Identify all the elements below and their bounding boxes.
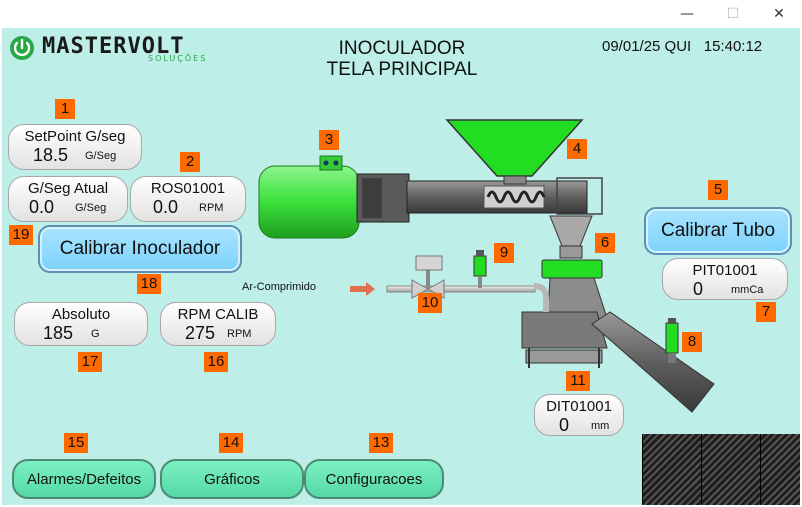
rpm-calib-unit: RPM: [227, 328, 252, 340]
gseg-atual-unit: G/Seg: [75, 202, 107, 214]
marker-18: 18: [137, 274, 161, 294]
datetime: 09/01/25 QUI 15:40:12: [602, 38, 762, 55]
air-label: Ar-Comprimido: [242, 281, 316, 293]
rpm-calib-label: RPM CALIB: [177, 306, 259, 323]
hopper: [445, 119, 584, 177]
logo-text: MASTERVOLT: [42, 34, 185, 59]
maximize-button[interactable]: ☐: [726, 6, 740, 22]
lower-funnel: [549, 215, 593, 247]
absoluto-label: Absoluto: [51, 306, 111, 323]
power-icon: [10, 36, 34, 60]
inclined-tube: [591, 311, 715, 413]
dit01001-value: 0: [559, 415, 570, 435]
pit01001-value: 0: [693, 279, 704, 299]
setpoint-value: 18.5: [33, 145, 69, 165]
gseg-atual-value: 0.0: [29, 197, 55, 217]
configuracoes-button[interactable]: Configuracoes: [304, 459, 444, 499]
pit01001-label: PIT01001: [692, 262, 758, 279]
ros01001-label: ROS01001: [150, 180, 226, 197]
hmi-screen: MASTERVOLT SOLUÇÕES INOCULADOR TELA PRIN…: [2, 28, 800, 505]
hatched-panel-2: [701, 434, 760, 505]
marker-16: 16: [204, 352, 228, 372]
minimize-button[interactable]: —: [680, 6, 694, 22]
marker-7: 7: [756, 302, 776, 322]
absoluto-value: 185: [43, 323, 74, 343]
marker-6: 6: [595, 233, 615, 253]
calibrar-inoculador-button[interactable]: Calibrar Inoculador: [38, 225, 242, 273]
process-diagram: [258, 119, 715, 413]
marker-14: 14: [219, 433, 243, 453]
marker-13: 13: [369, 433, 393, 453]
gseg-atual-display: G/Seg Atual 0.0 G/Seg: [8, 176, 128, 222]
dit01001-label: DIT01001: [546, 398, 612, 415]
ros01001-display: ROS01001 0.0 RPM: [130, 176, 246, 222]
page-title: INOCULADOR TELA PRINCIPAL: [302, 38, 502, 80]
window-titlebar: — ☐ ✕: [0, 0, 802, 28]
dit01001-unit: mm: [591, 420, 610, 432]
sensor-8: [665, 322, 679, 354]
absoluto-display: Absoluto 185 G: [14, 302, 148, 346]
title-line-1: INOCULADOR: [338, 38, 466, 59]
hatched-panel-3: [760, 434, 800, 505]
marker-9: 9: [494, 243, 514, 263]
logo: MASTERVOLT SOLUÇÕES: [8, 34, 238, 64]
pit01001-display: PIT01001 0 mmCa: [662, 258, 788, 300]
marker-19: 19: [9, 225, 33, 245]
marker-10: 10: [418, 293, 442, 313]
ros01001-value: 0.0: [153, 197, 179, 217]
motor: [258, 155, 410, 239]
dit01001-display: DIT01001 0 mm: [534, 394, 624, 436]
marker-11: 11: [566, 371, 590, 391]
setpoint-unit: G/Seg: [85, 150, 117, 162]
absoluto-unit: G: [91, 328, 100, 340]
graficos-button[interactable]: Gráficos: [160, 459, 304, 499]
screw-conveyor: [406, 177, 603, 215]
logo-subtitle: SOLUÇÕES: [148, 54, 208, 63]
title-line-2: TELA PRINCIPAL: [326, 59, 478, 80]
calibrar-tubo-button[interactable]: Calibrar Tubo: [644, 207, 792, 255]
hatched-panel-1: [642, 434, 701, 505]
marker-3: 3: [319, 130, 339, 150]
rpm-calib-value: 275: [185, 323, 216, 343]
ros01001-unit: RPM: [199, 202, 224, 214]
marker-15: 15: [64, 433, 88, 453]
setpoint-label: SetPoint G/seg: [24, 128, 126, 145]
green-ring: [541, 259, 603, 279]
gseg-atual-label: G/Seg Atual: [27, 180, 109, 197]
pit01001-unit: mmCa: [731, 284, 764, 296]
date-text: 09/01/25 QUI: [602, 38, 692, 55]
setpoint-display[interactable]: SetPoint G/seg 18.5 G/Seg: [8, 124, 142, 170]
marker-2: 2: [180, 152, 200, 172]
marker-17: 17: [78, 352, 102, 372]
sensor-9: [473, 255, 487, 277]
marker-1: 1: [55, 99, 75, 119]
close-button[interactable]: ✕: [773, 6, 785, 22]
alarmes-defeitos-button[interactable]: Alarmes/Defeitos: [12, 459, 156, 499]
marker-8: 8: [682, 332, 702, 352]
marker-5: 5: [708, 180, 728, 200]
air-line: [350, 250, 549, 312]
marker-4: 4: [567, 139, 587, 159]
mixer-body: [521, 277, 608, 368]
time-text: 15:40:12: [703, 38, 763, 55]
rpm-calib-display[interactable]: RPM CALIB 275 RPM: [160, 302, 276, 346]
